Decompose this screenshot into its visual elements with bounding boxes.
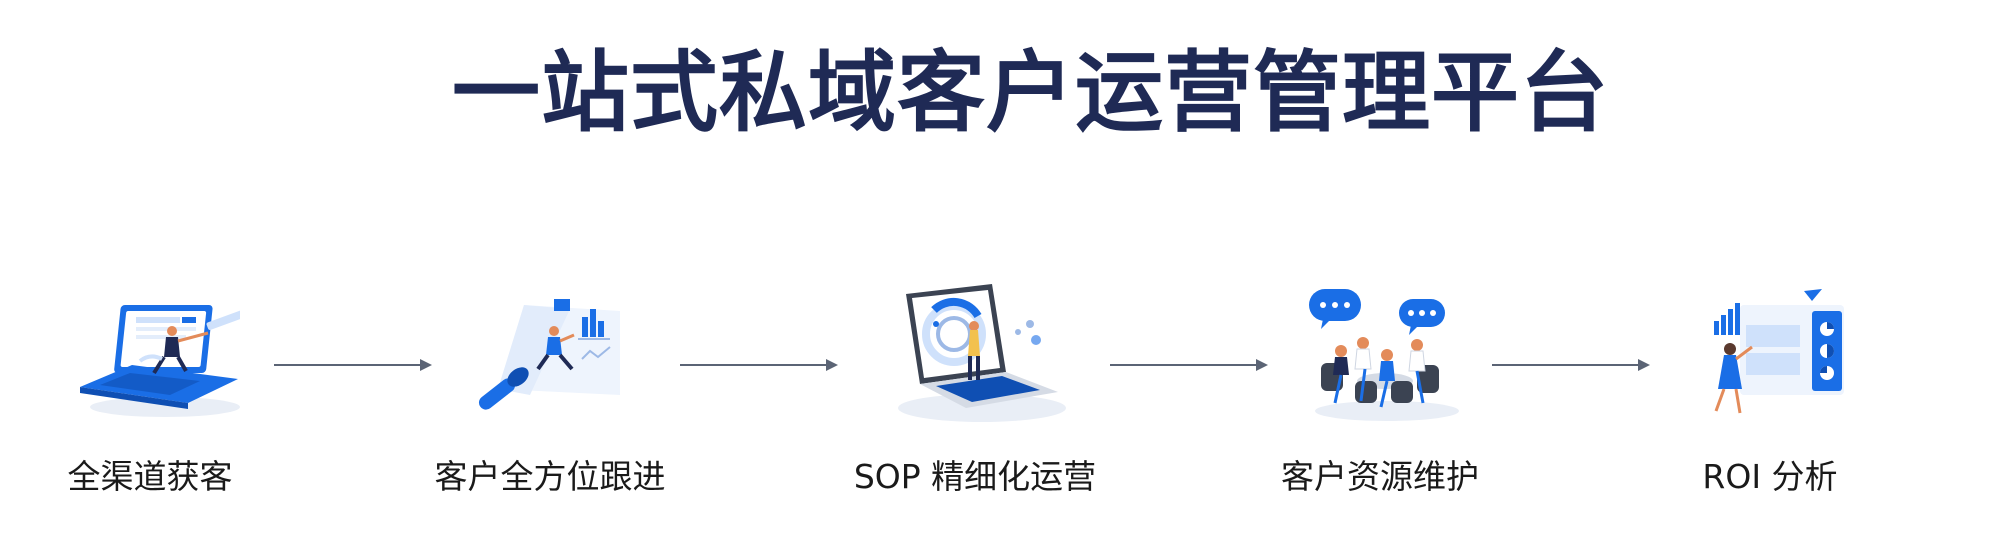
flow-arrow-1 (274, 359, 432, 371)
step-label-1: 全渠道获客 (67, 457, 233, 496)
laptop-acquisition-icon (80, 305, 240, 417)
step-label-3: SOP 精细化运营 (853, 457, 1097, 496)
dashboard-analysis-icon (1714, 289, 1844, 414)
step-label-2: 客户全方位跟进 (434, 457, 666, 496)
page-title: 一站式私域客户运营管理平台 (452, 41, 1610, 144)
flow-arrow-4 (1492, 359, 1650, 371)
flow-arrow-2 (680, 359, 838, 371)
step-label-5: ROI 分析 (1702, 457, 1838, 496)
step-label-4: 客户资源维护 (1281, 457, 1479, 496)
laptop-sop-icon (898, 284, 1066, 422)
spotlight-followup-icon (478, 299, 620, 410)
flow-arrow-3 (1110, 359, 1268, 371)
team-meeting-icon (1309, 289, 1459, 421)
